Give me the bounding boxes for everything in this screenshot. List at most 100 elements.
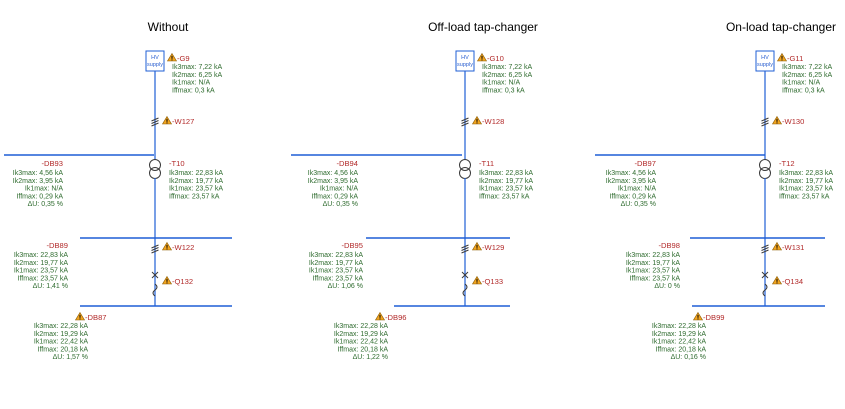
busbar-result: ΔU: 1,22 % [353,354,388,361]
busbar-result: ΔU: 1,41 % [33,283,68,290]
busbar-result: Ik2max: 19,77 kA [309,260,363,267]
transformer-symbol [149,159,161,179]
supply-result: Ik2max: 6,25 kA [172,72,223,79]
warning-icon [471,115,483,125]
cable-marker [761,244,769,254]
busbar-result: Ik1max: 22,42 kA [652,339,706,346]
supply-result: Ik1max: N/A [172,80,210,87]
busbar-id: -DB99 [703,313,725,322]
busbar-result: Ik3max: 4,56 kA [606,170,657,177]
busbar-result: Ik3max: 22,28 kA [34,323,88,330]
busbar-id: -DB97 [634,159,656,168]
transformer-result: Ik2max: 19,77 kA [169,178,223,185]
transformer-symbol [459,159,471,179]
busbar-result: Ik3max: 4,56 kA [13,170,64,177]
diagram-column-2: Off-load tap-changerHVsupply-G10Ik3max: … [291,20,538,361]
busbar-result: Ik2max: 19,77 kA [626,260,680,267]
transformer-symbol [759,159,771,179]
busbar-id: -DB98 [658,241,680,250]
busbar-result: Ik2max: 19,77 kA [14,260,68,267]
warning-icon [161,275,173,285]
cable-marker [461,244,469,254]
transformer-result: Ik1max: 23,57 kA [169,186,223,193]
breaker-id: -Q132 [172,277,193,286]
warning-icon [374,311,386,321]
busbar-result: Ik1max: 22,42 kA [334,339,388,346]
busbar-id: -DB87 [85,313,107,322]
supply-result: Iffmax: 0,3 kA [482,87,525,94]
diagram-title: Off-load tap-changer [428,20,538,34]
busbar-result: Iffmax: 20,18 kA [656,346,707,353]
hv-supply-label-2: supply [757,62,773,68]
breaker-symbol [151,271,159,297]
hv-supply-label-1: HV [151,55,159,61]
busbar-result: Iffmax: 23,57 kA [313,275,364,282]
busbar-id: -DB94 [336,159,358,168]
cable-marker [761,117,769,127]
diagram-title: Without [148,20,189,34]
busbar-result: Ik3max: 22,83 kA [626,252,680,259]
hv-supply-label-1: HV [761,55,769,61]
hv-supply-label-2: supply [147,62,163,68]
busbar-result: Ik3max: 22,83 kA [14,252,68,259]
supply-result: Ik2max: 6,25 kA [782,72,833,79]
warning-icon [771,115,783,125]
transformer-id: -T12 [779,159,795,168]
busbar-result: Ik1max: N/A [618,186,656,193]
transformer-result: Ik2max: 19,77 kA [779,178,833,185]
transformer-result: Ik3max: 22,83 kA [479,170,533,177]
cable-id: -W128 [482,117,504,126]
busbar-result: Iffmax: 20,18 kA [38,346,89,353]
supply-id: -G9 [177,54,190,63]
supply-result: Ik3max: 7,22 kA [172,64,223,71]
hv-supply-label-1: HV [461,55,469,61]
busbar-result: Ik2max: 19,29 kA [34,331,88,338]
breaker-symbol [761,271,769,297]
supply-result: Ik2max: 6,25 kA [482,72,533,79]
cable-id: -W122 [172,243,194,252]
busbar-result: ΔU: 0,35 % [323,201,358,208]
warning-icon [476,52,488,62]
transformer-result: Ik3max: 22,83 kA [169,170,223,177]
busbar-result: Ik1max: 23,57 kA [14,268,68,275]
transformer-result: Iffmax: 23,57 kA [779,193,830,200]
hv-supply-label-2: supply [457,62,473,68]
warning-icon [692,311,704,321]
transformer-result: Ik3max: 22,83 kA [779,170,833,177]
busbar-result: ΔU: 0,35 % [621,201,656,208]
warning-icon [161,241,173,251]
transformer-id: -T10 [169,159,185,168]
transformer-result: Ik1max: 23,57 kA [779,186,833,193]
busbar-result: Ik1max: 22,42 kA [34,339,88,346]
busbar-result: Ik1max: N/A [320,186,358,193]
transformer-result: Iffmax: 23,57 kA [479,193,530,200]
busbar-result: Ik3max: 4,56 kA [308,170,359,177]
transformer-id: -T11 [479,159,494,168]
diagram-title: On-load tap-changer [726,20,836,34]
breaker-symbol [461,271,469,297]
breaker-id: -Q133 [482,277,503,286]
cable-marker [151,117,159,127]
cable-marker [151,244,159,254]
busbar-result: Ik2max: 3,95 kA [606,178,657,185]
busbar-id: -DB93 [41,159,63,168]
transformer-result: Ik1max: 23,57 kA [479,186,533,193]
supply-result: Ik1max: N/A [782,80,820,87]
busbar-id: -DB96 [385,313,407,322]
busbar-id: -DB89 [46,241,68,250]
supply-id: -G10 [487,54,504,63]
busbar-result: ΔU: 0 % [654,283,680,290]
warning-icon [166,52,178,62]
busbar-result: Ik2max: 19,29 kA [652,331,706,338]
cable-id: -W130 [782,117,804,126]
supply-result: Ik3max: 7,22 kA [782,64,833,71]
busbar-result: Iffmax: 20,18 kA [338,346,389,353]
busbar-id: -DB95 [341,241,363,250]
supply-result: Ik3max: 7,22 kA [482,64,533,71]
busbar-result: Iffmax: 23,57 kA [18,275,69,282]
warning-icon [771,241,783,251]
busbar-result: Ik3max: 22,28 kA [334,323,388,330]
warning-icon [471,241,483,251]
